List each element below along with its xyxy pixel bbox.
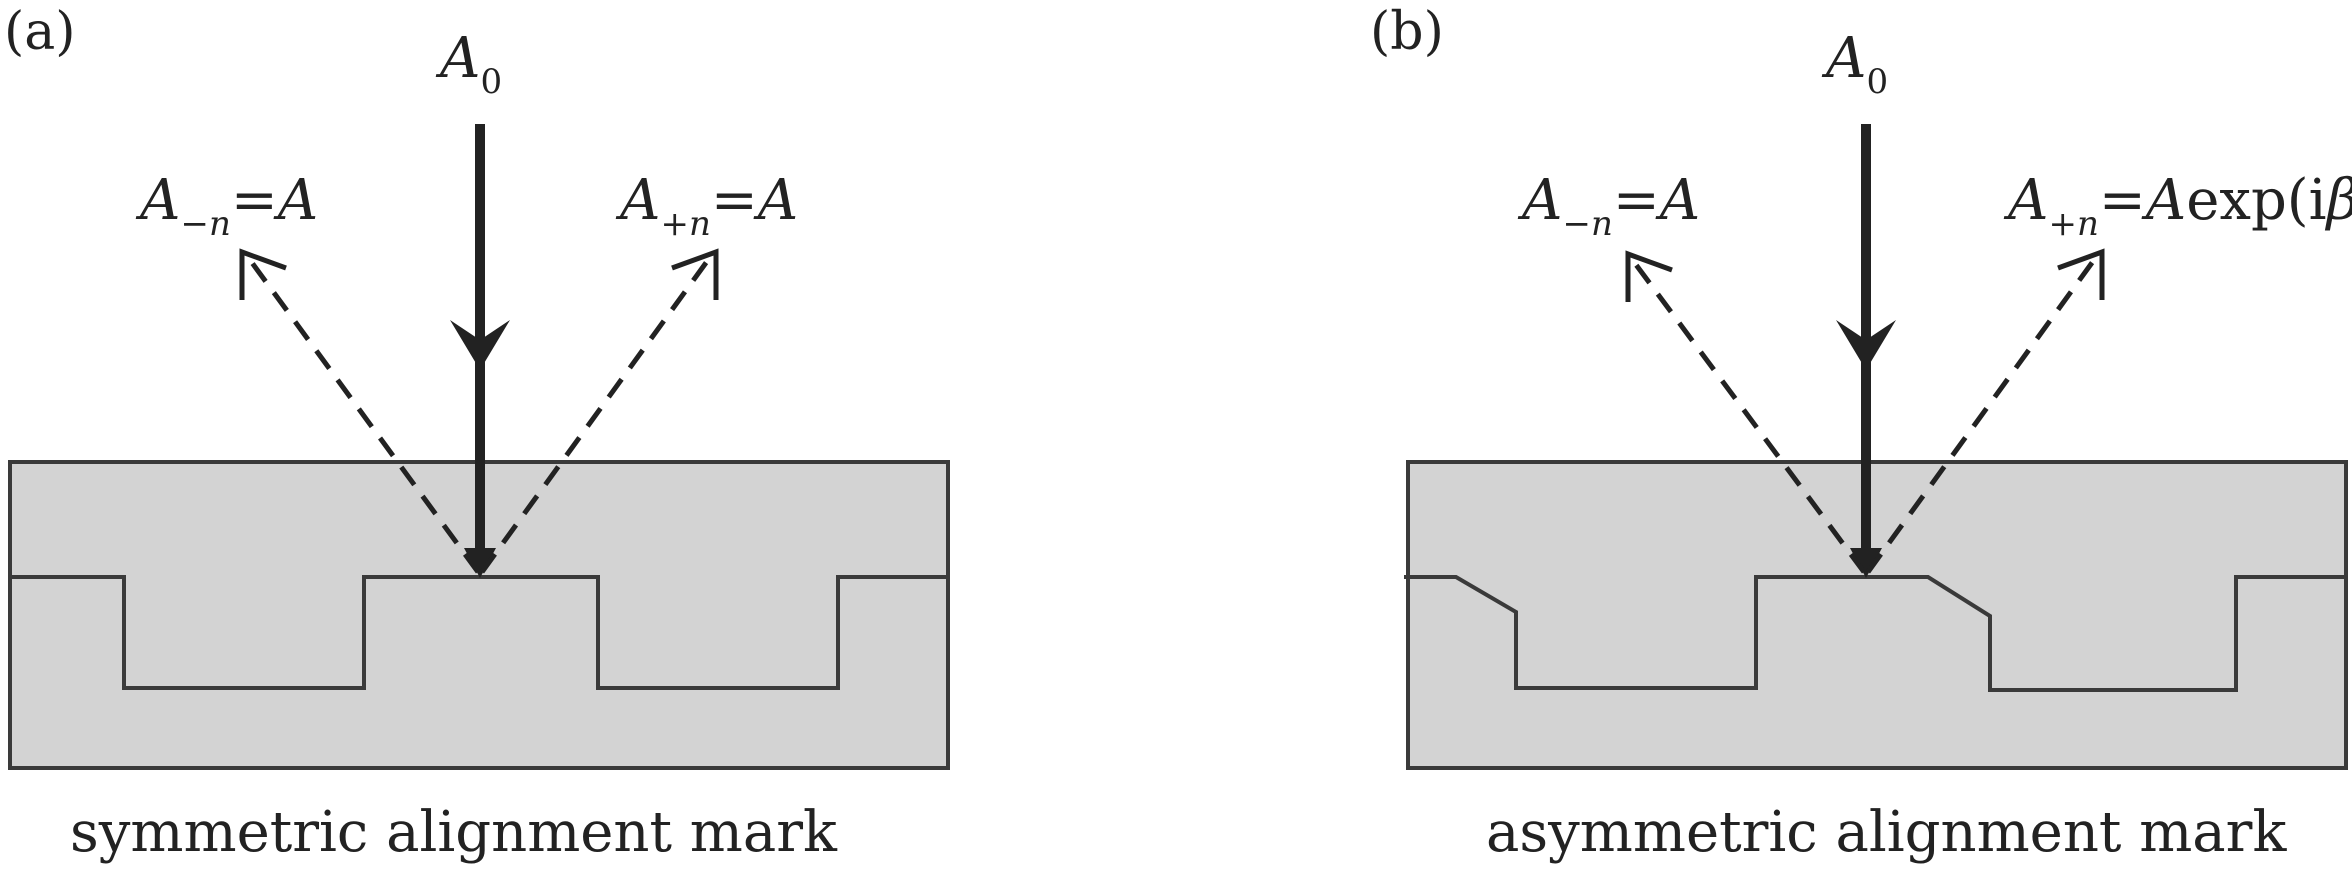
minus-order-label: A−n=A <box>1522 168 1701 244</box>
panel-b-asymmetric: (b) A0 A−n=A A+n=Aexp(iβ) asymmetric ali… <box>1176 0 2352 880</box>
grating-profile <box>10 575 948 690</box>
plus-order-label: A+n=A <box>620 168 799 244</box>
incident-label: A0 <box>1826 26 1889 102</box>
grating-profile <box>1404 575 2346 692</box>
plus-order-arrowhead <box>671 248 719 300</box>
plus-order-beam <box>1865 258 2097 574</box>
minus-order-label: A−n=A <box>140 168 319 244</box>
minus-order-arrowhead <box>1625 250 1673 302</box>
incident-arrowhead <box>450 320 510 370</box>
incident-tip <box>464 548 496 578</box>
minus-order-beam <box>1631 260 1867 574</box>
plus-order-beam <box>479 258 711 574</box>
panel-letter: (b) <box>1370 2 1444 62</box>
plus-order-label: A+n=Aexp(iβ) <box>2008 168 2352 244</box>
incident-label: A0 <box>440 26 503 102</box>
panel-caption: symmetric alignment mark <box>70 800 837 865</box>
minus-order-beam <box>247 258 481 574</box>
panel-caption: asymmetric alignment mark <box>1486 800 2287 865</box>
incident-arrowhead <box>1836 320 1896 370</box>
panel-letter: (a) <box>4 2 76 62</box>
minus-order-arrowhead <box>239 248 287 300</box>
symmetric-mark-diagram <box>8 124 950 770</box>
substrate-block <box>1406 460 2348 770</box>
plus-order-arrowhead <box>2057 248 2105 300</box>
asymmetric-mark-diagram <box>1404 124 2348 770</box>
incident-tip <box>1850 548 1882 578</box>
panel-a-symmetric: (a) A0 A−n=A A+n=A symmetric alignment m… <box>4 2 950 865</box>
